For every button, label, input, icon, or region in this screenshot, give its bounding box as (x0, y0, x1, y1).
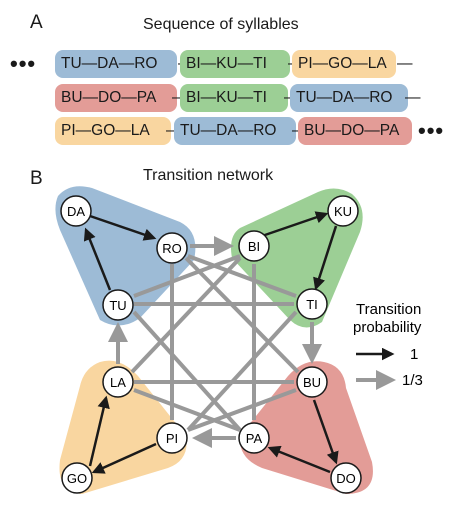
node-PA: PA (238, 422, 270, 454)
svg-text:LA: LA (110, 375, 126, 390)
sequence-row-3: PI—GO—LA — TU—DA—RO — BU—DO—PA ••• (0, 117, 465, 147)
word-segment: BU—DO—PA (55, 84, 177, 112)
node-LA: LA (102, 366, 134, 398)
word-segment: TU—DA—RO (55, 50, 177, 78)
svg-text:BI: BI (248, 239, 260, 254)
panel-b-label: B (30, 168, 43, 189)
svg-text:TI: TI (306, 297, 318, 312)
svg-text:DA: DA (67, 204, 85, 219)
legend-title-2: probability (353, 319, 422, 336)
word-segment: BI—KU—TI (180, 50, 290, 78)
weak-transitions (108, 236, 322, 448)
cluster-blue (55, 186, 196, 326)
svg-text:PI: PI (166, 431, 178, 446)
node-BI: BI (238, 230, 270, 262)
cluster-red (239, 361, 373, 494)
joiner-dash: — (405, 89, 421, 106)
trailing-ellipsis: ••• (418, 118, 445, 143)
svg-text:RO: RO (162, 241, 182, 256)
network-title: Transition network (143, 167, 274, 184)
word-segment: BU—DO—PA (298, 117, 412, 145)
node-KU: KU (327, 195, 359, 227)
panel-a-label: A (30, 12, 43, 33)
node-GO: GO (61, 462, 93, 494)
word-segment: TU—DA—RO (174, 117, 296, 145)
legend-weak-label: 1/3 (402, 372, 423, 389)
cluster-green (231, 188, 363, 328)
word-segment: BI—KU—TI (180, 84, 288, 112)
strong-transitions (83, 211, 339, 474)
svg-text:DO: DO (336, 471, 356, 486)
svg-text:PA: PA (246, 431, 263, 446)
sequence-title: Sequence of syllables (143, 16, 299, 33)
legend-title-1: Transition (356, 301, 421, 318)
legend-strong-label: 1 (410, 346, 418, 363)
word-segment: TU—DA—RO (290, 84, 408, 112)
node-PI: PI (156, 422, 188, 454)
joiner-dash: — (397, 55, 413, 72)
sequence-row-1: ••• TU—DA—RO — BI—KU—TI — PI—GO—LA — (0, 50, 465, 80)
legend: Transition probability 1 1/3 (353, 301, 423, 390)
node-TU: TU (102, 289, 134, 321)
svg-text:TU: TU (109, 298, 126, 313)
svg-text:KU: KU (334, 204, 352, 219)
node-RO: RO (156, 232, 188, 264)
node-TI: TI (296, 288, 328, 320)
svg-text:BU: BU (303, 375, 321, 390)
node-DO: DO (330, 462, 362, 494)
node-BU: BU (296, 366, 328, 398)
word-segment: PI—GO—LA (55, 117, 171, 145)
svg-text:GO: GO (67, 471, 87, 486)
sequence-row-2: BU—DO—PA — BI—KU—TI — TU—DA—RO — (0, 84, 465, 114)
leading-ellipsis: ••• (10, 51, 37, 76)
node-DA: DA (60, 195, 92, 227)
word-segment: PI—GO—LA (292, 50, 396, 78)
